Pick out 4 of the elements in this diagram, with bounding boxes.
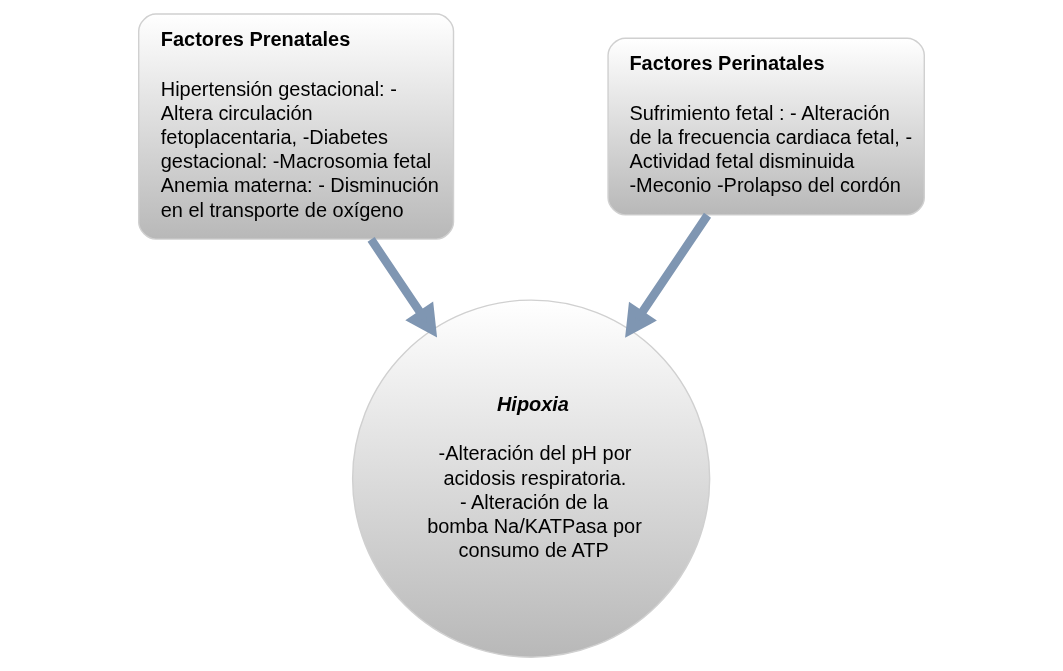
arrow [625,212,712,338]
node-box: Factores Prenatales Hipertensión gestacional: - Altera circulación fetoplacentaria, -Diabetes gestacional: -Macrosomia fetal Anemia materna: - Disminución en el transporte de oxígeno [138,13,455,240]
node-box: Factores Perinatales Sufrimiento fetal : - Alteración de la frecuencia cardiaca fetal, - Actividad fetal disminuida -Meconio -Prolapso del cordón [607,37,925,216]
arrow [367,237,438,338]
